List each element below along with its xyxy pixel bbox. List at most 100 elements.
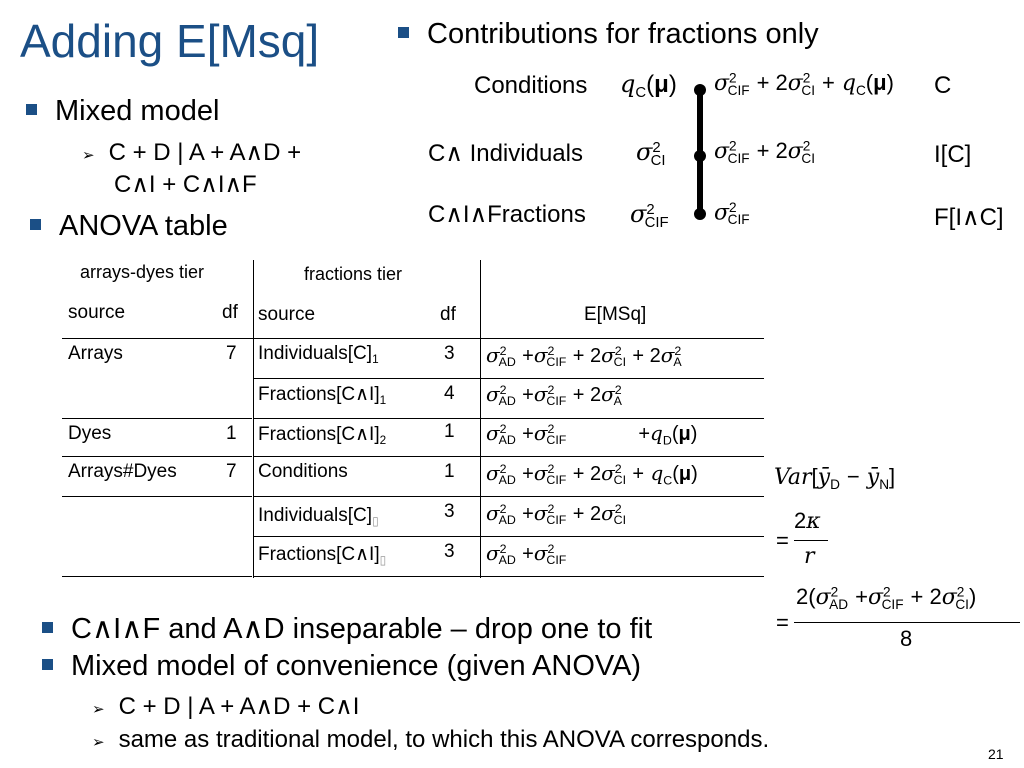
bullet-convenience: Mixed model of convenience (given ANOVA) <box>42 650 641 683</box>
row-rule <box>254 536 480 537</box>
emsq-row-1: σ2AD +σ2CIF + 2σ2CI + 2σ2A <box>486 343 682 370</box>
square-bullet-icon <box>42 658 53 670</box>
hasse-code-individuals: I[C] <box>934 141 972 168</box>
row-rule <box>480 496 764 497</box>
bullet-inseparable: C∧I∧F and A∧D inseparable – drop one to … <box>42 611 652 646</box>
hasse-node-individuals <box>694 150 706 162</box>
row-rule <box>254 496 480 497</box>
hasse-left-expr-conditions: qC(μ) <box>620 70 677 102</box>
bullet-mixed-model: Mixed model <box>26 95 219 128</box>
frac1-bar <box>794 540 828 541</box>
tier2-df: 1 <box>444 461 455 482</box>
tier2-df: 3 <box>444 501 455 522</box>
col-df-2: df <box>440 304 456 325</box>
tier2-df: 3 <box>444 541 455 562</box>
sub-bullet-model: ➢ C + D | A + A∧D + C∧I <box>92 692 359 721</box>
tier2-source: Conditions <box>258 461 348 482</box>
row-rule <box>480 456 764 457</box>
row-rule <box>254 378 480 379</box>
row-rule <box>480 418 764 419</box>
tier1-df: 1 <box>226 423 237 444</box>
formula-line-1: C + D | A + A∧D + <box>108 139 302 166</box>
arrow-bullet-icon: ➢ <box>92 734 105 751</box>
hasse-label-fractions: C∧I∧Fractions <box>428 201 586 228</box>
emsq-divider <box>480 260 481 578</box>
col-df-1: df <box>222 302 238 323</box>
bullet-text: Mixed model of convenience (given ANOVA) <box>71 650 642 682</box>
tier1-df: 7 <box>226 343 237 364</box>
frac2-numerator: 2(σ2AD +σ2CIF + 2σ2CI) <box>796 584 977 612</box>
hasse-code-fractions: F[I∧C] <box>934 204 1004 231</box>
row-rule <box>480 378 764 379</box>
variance-lhs: Var[ȳD − ȳN] <box>774 464 896 492</box>
sub-bullet-traditional: ➢ same as traditional model, to which thi… <box>92 726 769 754</box>
tier2-source: Fractions[C∧I]2 <box>258 424 387 448</box>
row-rule <box>62 418 252 419</box>
bullet-text: Contributions for fractions only <box>427 18 819 50</box>
emsq-row-3: σ2AD +σ2CIF+qD(μ) <box>486 421 698 448</box>
hasse-right-expr-fractions: σ2CIF <box>714 200 750 228</box>
tier2-source: Fractions[C∧I]▯ <box>258 544 387 568</box>
tier1-source: Arrays#Dyes <box>68 461 177 482</box>
row-rule <box>254 456 480 457</box>
tier2-source: Individuals[C]1 <box>258 343 379 367</box>
square-bullet-icon <box>30 218 41 230</box>
slide-number: 21 <box>988 746 1004 762</box>
bullet-anova-table: ANOVA table <box>30 210 228 243</box>
tier2-df: 1 <box>444 421 455 442</box>
tier1-source: Dyes <box>68 423 112 444</box>
arrow-bullet-icon: ➢ <box>92 701 105 718</box>
hasse-code-conditions: C <box>934 72 952 99</box>
row-rule <box>62 496 252 497</box>
col-source-2: source <box>258 304 316 325</box>
emsq-row-5: σ2AD +σ2CIF + 2σ2CI <box>486 501 627 528</box>
formula-line-2: C∧I + C∧I∧F <box>114 171 257 198</box>
bullet-text: Mixed model <box>55 95 220 127</box>
hasse-label-conditions: Conditions <box>474 72 588 99</box>
tier2-df: 3 <box>444 343 455 364</box>
frac2-denominator: 8 <box>900 626 913 651</box>
square-bullet-icon <box>398 26 409 38</box>
sub-bullet-text: C + D | A + A∧D + C∧I <box>118 693 360 720</box>
col-emsq: E[MSq] <box>584 304 647 325</box>
tier1-df: 7 <box>226 461 237 482</box>
sub-bullet-text: same as traditional model, to which this… <box>118 726 770 753</box>
sub-bullet-formula: ➢ C + D | A + A∧D + <box>82 138 301 167</box>
tier2-source: Individuals[C]▯ <box>258 505 379 529</box>
bullet-contributions: Contributions for fractions only <box>398 18 819 51</box>
hasse-left-expr-fractions: σ2CIF <box>630 200 669 232</box>
bottom-rule <box>62 576 252 577</box>
emsq-row-6: σ2AD +σ2CIF <box>486 541 567 568</box>
row-rule <box>62 456 252 457</box>
tier1-header: arrays-dyes tier <box>80 262 205 282</box>
slide-title: Adding E[Msq] <box>20 15 320 67</box>
hasse-label-individuals: C∧ Individuals <box>428 140 583 167</box>
arrow-bullet-icon: ➢ <box>82 147 95 164</box>
header-rule <box>62 338 764 339</box>
bottom-rule <box>480 576 764 577</box>
hasse-node-fractions <box>694 208 706 220</box>
frac1-numerator: 2κ <box>794 508 821 534</box>
tier2-source: Fractions[C∧I]1 <box>258 384 387 408</box>
col-source-1: source <box>68 302 126 323</box>
equals-sign-2: = <box>776 610 789 635</box>
square-bullet-icon <box>42 621 53 633</box>
row-rule <box>480 536 764 537</box>
hasse-left-expr-individuals: σ2CI <box>636 138 666 170</box>
bullet-text: C∧I∧F and A∧D inseparable – drop one to … <box>71 613 653 645</box>
hasse-right-expr-conditions: σ2CIF + 2σ2CI + qC(μ) <box>714 70 894 98</box>
bullet-text: ANOVA table <box>59 210 228 242</box>
square-bullet-icon <box>26 103 37 115</box>
tier-divider <box>253 260 254 578</box>
frac1-denominator: r <box>804 544 815 569</box>
hasse-right-expr-individuals: σ2CIF + 2σ2CI <box>714 138 815 166</box>
frac2-bar <box>794 622 1020 623</box>
tier1-source: Arrays <box>68 343 123 364</box>
emsq-row-2: σ2AD +σ2CIF + 2σ2A <box>486 382 622 409</box>
equals-sign-1: = <box>776 528 789 553</box>
emsq-row-4: σ2AD +σ2CIF + 2σ2CI + qC(μ) <box>486 461 698 488</box>
hasse-node-conditions <box>694 84 706 96</box>
row-rule <box>254 418 480 419</box>
bottom-rule <box>254 576 480 577</box>
tier2-df: 4 <box>444 383 455 404</box>
